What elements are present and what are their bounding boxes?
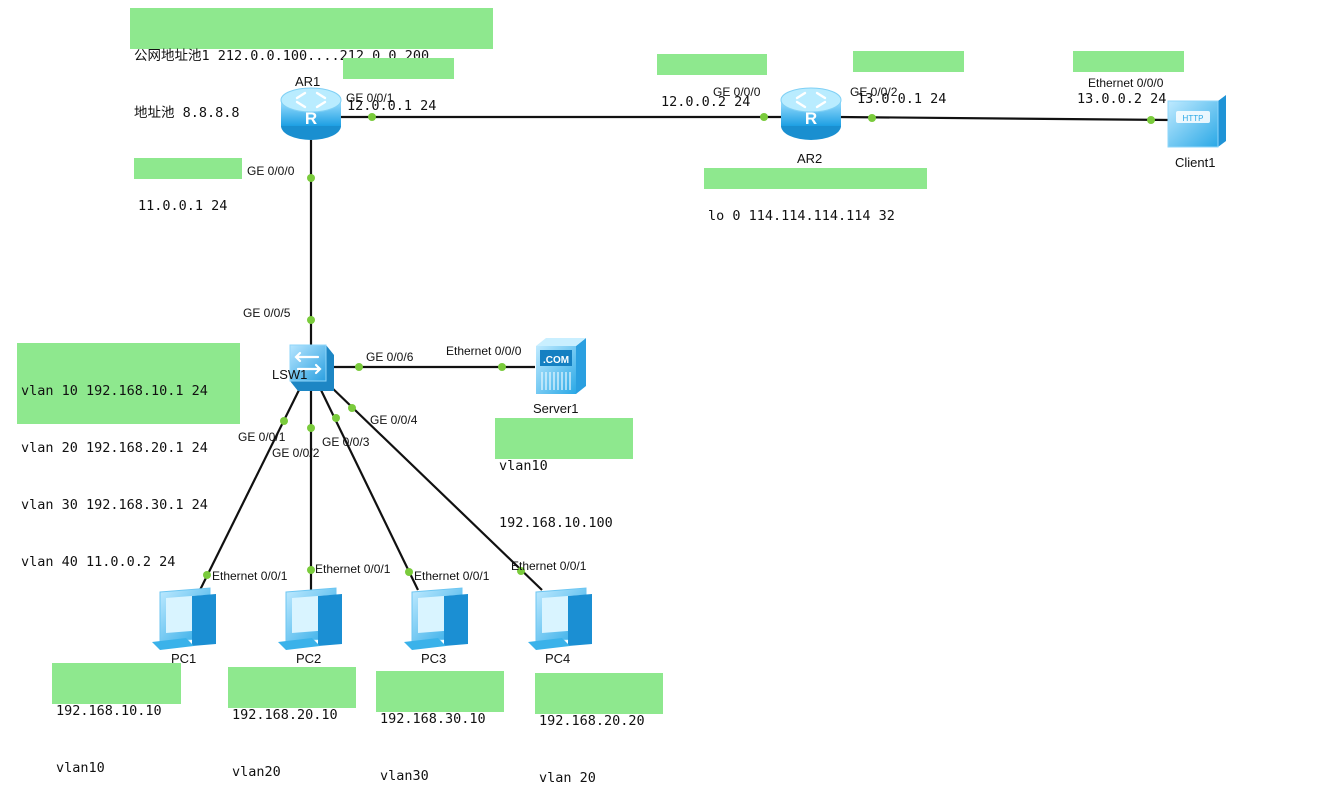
client-badge: HTTP (1183, 114, 1204, 123)
note-pc2: 192.168.20.10 vlan20 (228, 667, 356, 780)
port-dot[interactable] (760, 113, 768, 121)
link-lsw1-pc4 (327, 383, 543, 591)
device-name-ar1[interactable]: AR1 (295, 74, 321, 89)
port-label-pc3-eth: Ethernet 0/0/1 (414, 569, 490, 583)
device-name-ar2[interactable]: AR2 (797, 151, 823, 166)
note-line: 13.0.0.2 24 (1077, 91, 1167, 107)
pc-icon[interactable] (278, 587, 342, 650)
switch-icon[interactable] (289, 344, 334, 391)
port-dot[interactable] (368, 113, 376, 121)
note-nat-pool: 公网地址池1 212.0.0.100....212.0.0.200 地址池 8.… (130, 8, 493, 121)
port-label-lsw-ge001: GE 0/0/1 (238, 430, 286, 444)
note-ar1-ge000: 11.0.0.1 24 (134, 158, 242, 214)
note-line: 12.0.0.1 24 (347, 98, 437, 114)
port-label-ar2-ge002: GE 0/0/2 (850, 85, 898, 99)
links (199, 115, 1173, 591)
device-name-pc4[interactable]: PC4 (545, 651, 571, 666)
port-dot[interactable] (517, 567, 525, 575)
port-dot[interactable] (1147, 116, 1155, 124)
port-label-server-eth: Ethernet 0/0/0 (446, 344, 522, 358)
port-dot[interactable] (355, 363, 363, 371)
note-ar2-ge002: 13.0.0.1 24 (853, 51, 964, 107)
router-icon[interactable]: R (780, 87, 842, 140)
device-name-server1[interactable]: Server1 (533, 401, 579, 416)
port-dot[interactable] (307, 566, 315, 574)
port-label-lsw-ge006: GE 0/0/6 (366, 350, 414, 364)
note-line: 192.168.10.100 (499, 515, 613, 531)
note-line: vlan 40 11.0.0.2 24 (21, 554, 176, 570)
note-line: vlan 10 192.168.10.1 24 (21, 383, 208, 399)
note-line: 13.0.0.1 24 (857, 91, 947, 107)
port-dot[interactable] (307, 174, 315, 182)
note-pc3: 192.168.30.10 vlan30 (376, 671, 504, 784)
note-line: vlan 20 192.168.20.1 24 (21, 440, 208, 456)
port-label-lsw-ge003: GE 0/0/3 (322, 435, 370, 449)
port-dot[interactable] (405, 568, 413, 576)
client-icon[interactable]: HTTP (1167, 95, 1226, 148)
note-line: 11.0.0.1 24 (138, 198, 228, 214)
note-ar2-ge000: 12.0.0.2 24 (657, 54, 767, 110)
port-dot[interactable] (348, 404, 356, 412)
pc-icon[interactable] (404, 587, 468, 650)
note-line: 12.0.0.2 24 (661, 94, 751, 110)
note-line: 192.168.20.10 (232, 707, 338, 723)
note-line: 192.168.20.20 (539, 713, 645, 729)
port-dot[interactable] (307, 316, 315, 324)
device-name-lsw1[interactable]: LSW1 (272, 367, 308, 382)
port-dots (203, 113, 1155, 579)
pc-icon[interactable] (152, 587, 216, 650)
note-pc4: 192.168.20.20 vlan 20 (535, 673, 663, 786)
note-line: vlan10 (499, 458, 548, 474)
note-line: vlan30 (380, 768, 429, 784)
port-label-ar2-ge000: GE 0/0/0 (713, 85, 761, 99)
note-server1: vlan10 192.168.10.100 (495, 418, 633, 531)
note-line: vlan 30 192.168.30.1 24 (21, 497, 208, 513)
note-line: 192.168.30.10 (380, 711, 486, 727)
port-label-client-eth: Ethernet 0/0/0 (1088, 76, 1164, 90)
port-dot[interactable] (868, 114, 876, 122)
note-pc1: 192.168.10.10 vlan10 (52, 663, 181, 776)
port-dot[interactable] (332, 414, 340, 422)
pc-icon[interactable] (528, 587, 592, 650)
port-label-pc1-eth: Ethernet 0/0/1 (212, 569, 288, 583)
port-label-ar1-ge000: GE 0/0/0 (247, 164, 295, 178)
device-name-client1[interactable]: Client1 (1175, 155, 1216, 170)
note-ar2-loopback: lo 0 114.114.114.114 32 (704, 168, 927, 224)
port-dot[interactable] (307, 424, 315, 432)
port-dot[interactable] (203, 571, 211, 579)
note-line: vlan20 (232, 764, 281, 780)
port-dot[interactable] (280, 417, 288, 425)
port-label-ar1-ge001: GE 0/0/1 (346, 91, 394, 105)
device-name-pc2[interactable]: PC2 (296, 651, 322, 666)
port-dot[interactable] (498, 363, 506, 371)
port-label-pc4-eth: Ethernet 0/0/1 (511, 559, 587, 573)
server-icon[interactable]: .COM (536, 338, 586, 394)
svg-text:R: R (805, 109, 817, 128)
port-label-lsw-ge004: GE 0/0/4 (370, 413, 418, 427)
note-client-eth: 13.0.0.2 24 (1073, 51, 1184, 107)
note-line: vlan10 (56, 760, 105, 776)
device-name-pc3[interactable]: PC3 (421, 651, 447, 666)
note-lsw1-vlans: vlan 10 192.168.10.1 24 vlan 20 192.168.… (17, 343, 240, 570)
svg-text:R: R (305, 109, 317, 128)
device-name-pc1[interactable]: PC1 (171, 651, 197, 666)
note-line: 地址池 8.8.8.8 (134, 105, 240, 121)
note-line: vlan 20 (539, 770, 596, 786)
port-label-pc2-eth: Ethernet 0/0/1 (315, 562, 391, 576)
note-ar1-ge001: 12.0.0.1 24 (343, 58, 454, 114)
link-ar2-client1 (837, 115, 1173, 122)
port-label-lsw-ge005: GE 0/0/5 (243, 306, 291, 320)
server-badge: .COM (543, 355, 569, 366)
note-line: 192.168.10.10 (56, 703, 162, 719)
router-icon[interactable]: R (280, 87, 342, 140)
note-line: lo 0 114.114.114.114 32 (708, 208, 895, 224)
port-label-lsw-ge002: GE 0/0/2 (272, 446, 320, 460)
